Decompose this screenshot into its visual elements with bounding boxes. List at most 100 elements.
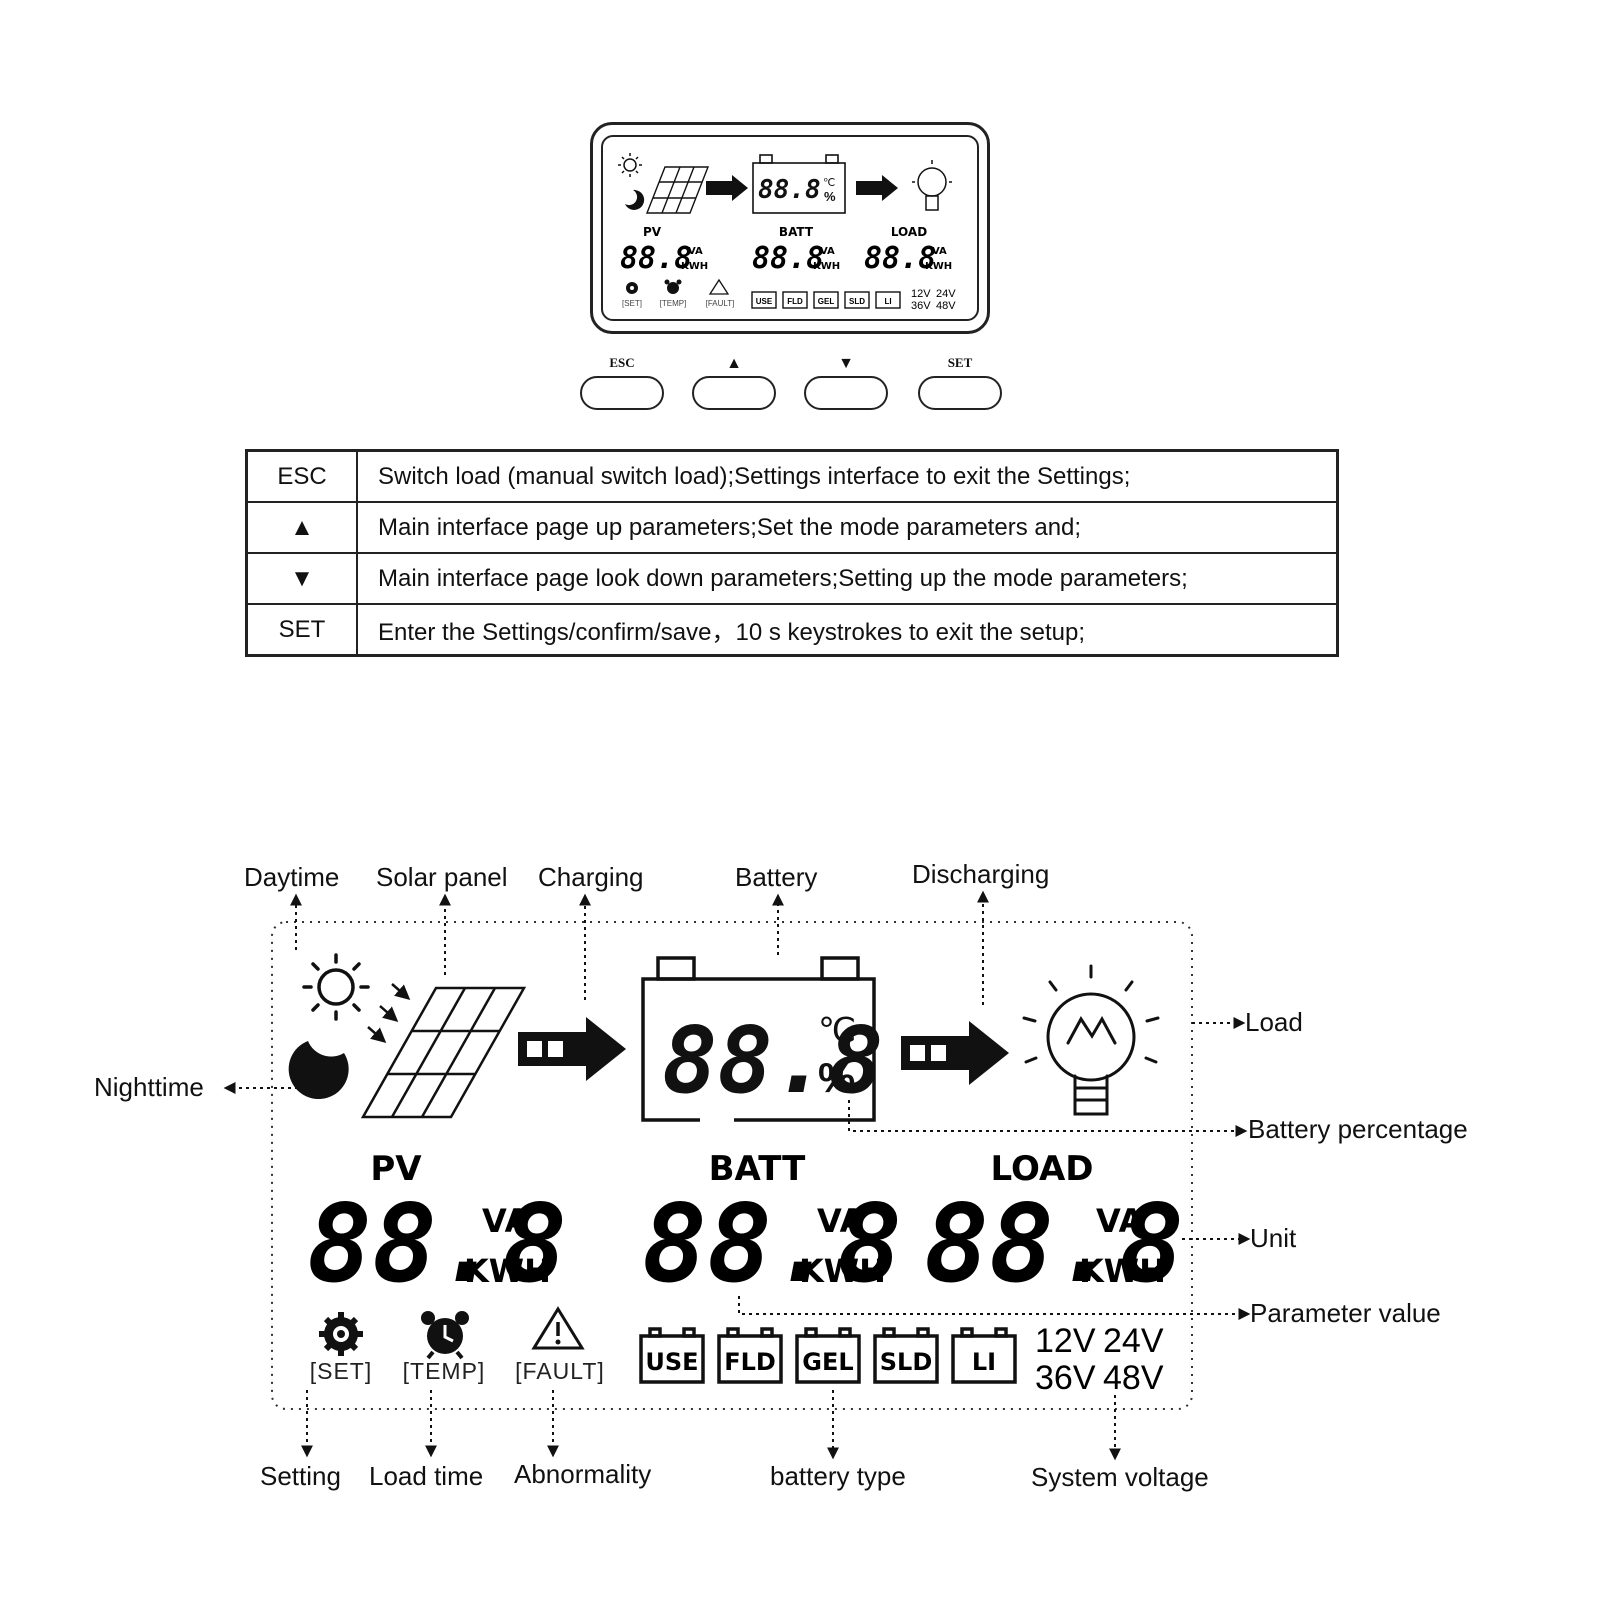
controller-device: [590, 122, 990, 334]
set-button[interactable]: [918, 376, 1002, 410]
small-charging-arrow: [706, 175, 748, 201]
small-moon-icon: [625, 189, 645, 210]
voltage-24v: 24V: [1103, 1322, 1164, 1360]
up-button[interactable]: [692, 376, 776, 410]
load-label: LOAD: [991, 1149, 1094, 1189]
voltage-36v: 36V: [1035, 1359, 1096, 1397]
batt-reading: 88.8: [642, 1182, 902, 1307]
small-fault-label: [FAULT]: [706, 299, 735, 308]
pv-reading: 88.8: [307, 1182, 567, 1307]
small-batt-label: BATT: [779, 225, 814, 239]
small-batt-kwh: KWH: [813, 261, 840, 272]
battery-type-gel: GEL: [802, 1348, 853, 1376]
sunlight-rays-icon: [367, 983, 411, 1043]
small-type-use-box: [751, 291, 777, 309]
lcd-dotted-frame: [271, 921, 1193, 1410]
pv-unit-kwh: KWH: [464, 1252, 551, 1290]
battery-icon: [641, 956, 876, 1122]
batt-label: BATT: [709, 1149, 807, 1189]
batt-unit-va: VA: [817, 1202, 865, 1240]
setting-annotation: Setting: [260, 1461, 341, 1491]
discharging-arrow-icon: [901, 1021, 1009, 1085]
small-load-label: LOAD: [891, 225, 927, 239]
battery-type-fld: FLD: [724, 1348, 776, 1376]
battery-type-gel-box: [795, 1327, 861, 1384]
battery-percentage-annotation: Battery percentage: [1248, 1114, 1468, 1144]
table-description-cell: Main interface page look down parameters…: [356, 552, 1339, 605]
small-load-va: VA: [932, 246, 947, 257]
table-description-cell: Enter the Settings/confirm/save，10 s key…: [356, 603, 1339, 657]
battery-annotation: Battery: [735, 862, 818, 892]
battery-type-annotation: battery type: [770, 1461, 906, 1491]
device-lcd-screen: [601, 135, 979, 321]
battery-type-li-box: [951, 1327, 1017, 1384]
alarm-clock-icon: [421, 1311, 469, 1360]
small-bulb-icon: [912, 160, 952, 211]
table-row: ▼ Main interface page look down paramete…: [245, 552, 1339, 605]
table-row: ▲ Main interface page up parameters;Set …: [245, 501, 1339, 554]
small-type-fld-box: [782, 291, 808, 309]
small-discharging-arrow: [856, 175, 898, 201]
voltage-12v: 12V: [1035, 1322, 1096, 1360]
small-solar-panel-icon: [645, 166, 710, 214]
pv-label: PV: [370, 1149, 422, 1189]
small-gear-icon: [626, 282, 638, 294]
table-key-cell: ▲: [245, 501, 358, 554]
button-function-table: ESC Switch load (manual switch load);Set…: [245, 449, 1339, 657]
daytime-annotation: Daytime: [244, 862, 340, 892]
battery-type-use: USE: [645, 1348, 698, 1376]
small-type-li: LI: [884, 297, 891, 306]
esc-button-label: ESC: [609, 355, 635, 370]
small-temp-unit: ℃: [823, 177, 835, 189]
load-annotation: Load: [1245, 1007, 1303, 1037]
small-voltage-24: 24V: [936, 288, 956, 300]
moon-icon: [288, 1041, 349, 1100]
battery-type-fld-box: [717, 1327, 783, 1384]
down-button[interactable]: [804, 376, 888, 410]
table-key-cell: SET: [245, 603, 358, 657]
small-type-sld-box: [844, 291, 870, 309]
small-battery-icon: [752, 154, 846, 214]
small-percent: %: [824, 189, 836, 204]
light-bulb-icon: [1022, 964, 1160, 1116]
small-load-kwh: KWH: [925, 261, 952, 272]
charging-arrow-icon: [518, 1017, 626, 1081]
warning-triangle-icon: [531, 1306, 585, 1350]
small-voltage-36: 36V: [911, 300, 931, 312]
small-type-use: USE: [756, 297, 773, 306]
load-time-annotation: Load time: [369, 1461, 484, 1491]
battery-type-li: LI: [972, 1348, 996, 1376]
small-type-gel: GEL: [818, 297, 835, 306]
small-type-li-box: [875, 291, 901, 309]
solar-panel-icon: [360, 986, 527, 1119]
small-temp-label: [TEMP]: [660, 299, 687, 308]
down-button-label: ▼: [838, 355, 854, 372]
small-alarm-clock-icon: [664, 279, 682, 294]
voltage-48v: 48V: [1103, 1359, 1164, 1397]
small-set-label: [SET]: [622, 299, 642, 308]
small-warning-icon: [708, 278, 730, 295]
small-battery-reading: 88.8: [758, 175, 821, 205]
small-voltage-12: 12V: [911, 288, 931, 300]
load-unit-va: VA: [1096, 1202, 1144, 1240]
solar-panel-annotation: Solar panel: [376, 862, 508, 892]
small-pv-label: PV: [643, 225, 662, 239]
small-pv-reading: 88.8: [620, 241, 692, 276]
table-description-cell: Main interface page up parameters;Set th…: [356, 501, 1339, 554]
table-row: SET Enter the Settings/confirm/save，10 s…: [245, 603, 1339, 657]
small-pv-kwh: KWH: [681, 261, 708, 272]
set-icon-label: [SET]: [310, 1358, 373, 1384]
up-button-label: ▲: [726, 355, 742, 372]
battery-type-sld-box: [873, 1327, 939, 1384]
small-pv-va: VA: [688, 246, 703, 257]
parameter-value-leader: [738, 1296, 1251, 1320]
system-voltage-annotation: System voltage: [1031, 1462, 1209, 1492]
battery-type-use-box: [639, 1327, 705, 1384]
small-voltage-48: 48V: [936, 300, 956, 312]
table-row: ESC Switch load (manual switch load);Set…: [245, 449, 1339, 503]
unit-annotation: Unit: [1250, 1223, 1297, 1253]
table-description-cell: Switch load (manual switch load);Setting…: [356, 449, 1339, 503]
load-reading: 88.8: [924, 1182, 1184, 1307]
esc-button[interactable]: [580, 376, 664, 410]
